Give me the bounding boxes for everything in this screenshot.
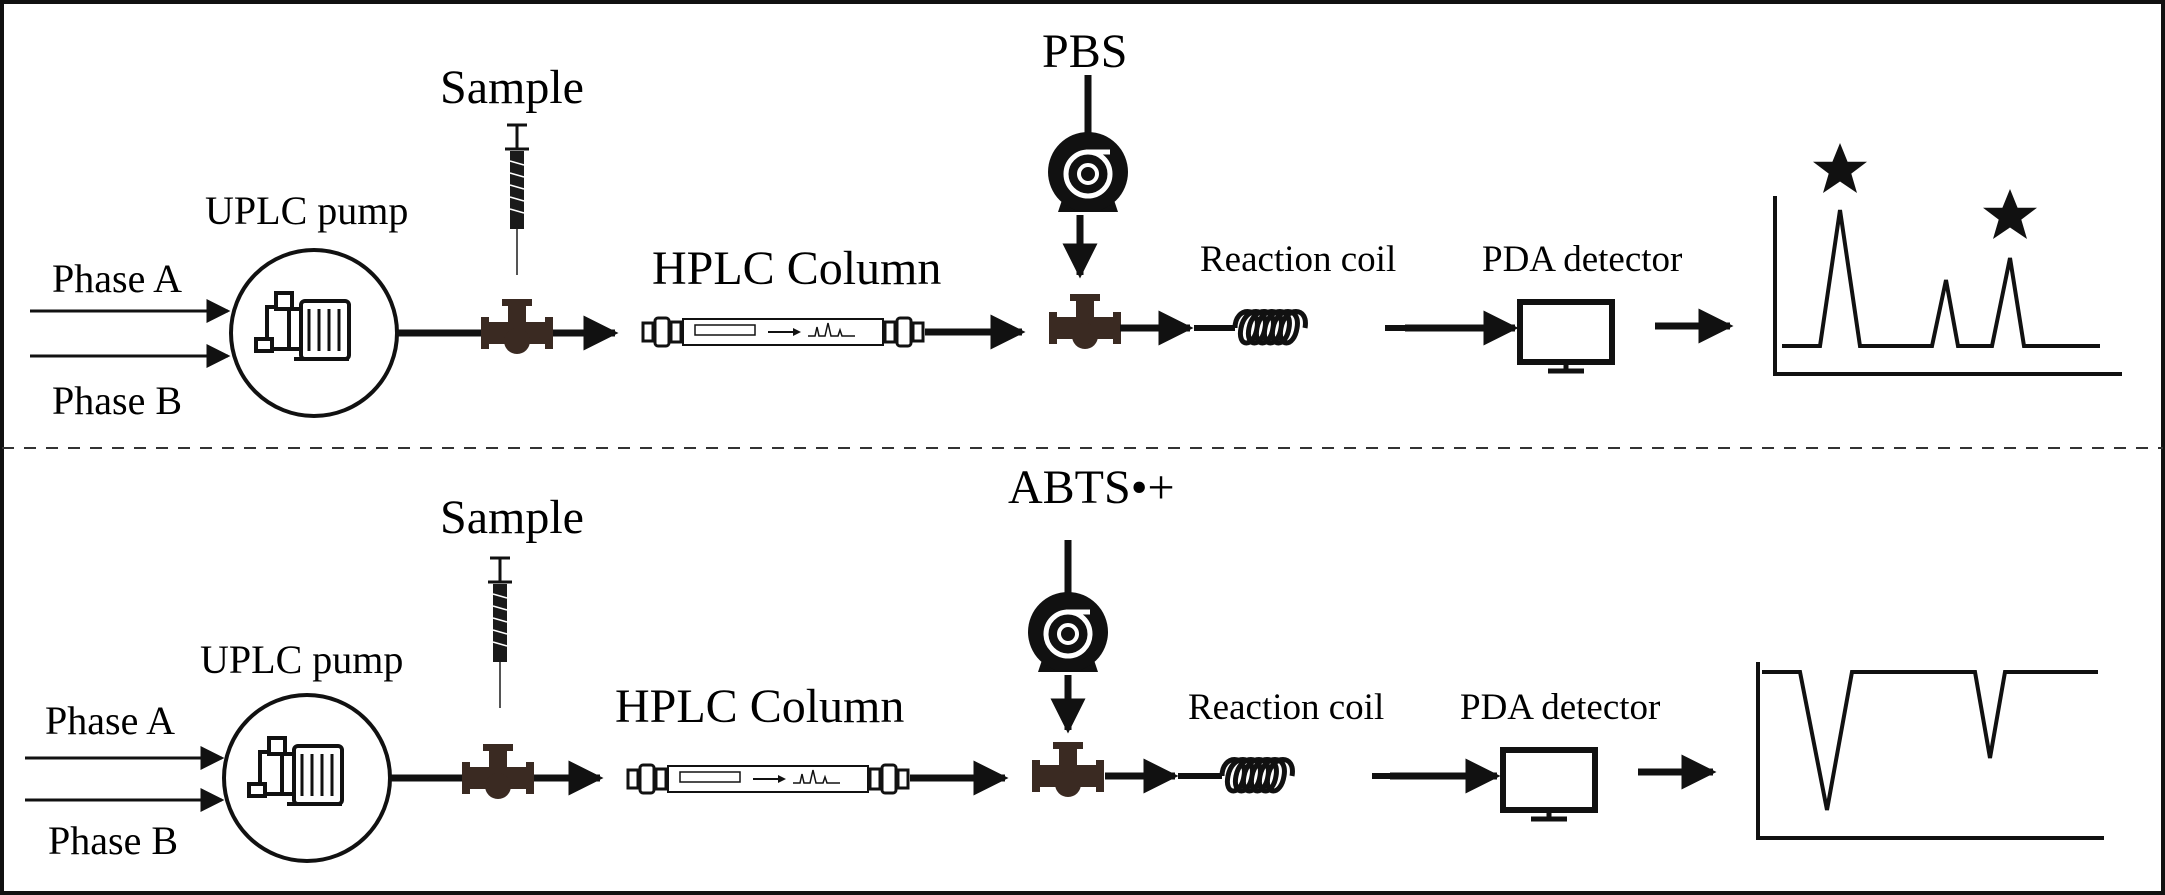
peristaltic-pump-icon (1028, 592, 1108, 672)
pump-label: UPLC pump (205, 188, 408, 233)
syringe-icon (503, 123, 531, 277)
hplc-column-icon (626, 763, 910, 795)
tee-valve-icon (1049, 294, 1121, 349)
hplc-column-icon (641, 316, 925, 348)
phase-a-label: Phase A (52, 256, 182, 301)
star-icon (1983, 189, 2037, 239)
panel-top: Phase A Phase B UPLC pump Sample HPLC Co… (30, 25, 2122, 423)
centrifugal-pump-icon (222, 693, 392, 863)
detector-label: PDA detector (1460, 687, 1660, 728)
reaction-coil-icon (1194, 309, 1405, 346)
detector-label: PDA detector (1482, 239, 1682, 280)
sample-label: Sample (440, 491, 584, 544)
phase-b-label: Phase B (48, 818, 178, 863)
coil-label: Reaction coil (1200, 239, 1396, 280)
tee-valve-icon (481, 299, 553, 354)
centrifugal-pump-icon (229, 248, 399, 418)
tee-valve-icon (1032, 742, 1104, 797)
reagent-label: PBS (1042, 25, 1127, 78)
star-icon (1813, 143, 1867, 193)
phase-b-label: Phase B (52, 378, 182, 423)
pump-label: UPLC pump (200, 637, 403, 682)
chromatogram-negative-peaks (1756, 662, 2104, 840)
coil-label: Reaction coil (1188, 687, 1384, 728)
column-label: HPLC Column (615, 680, 904, 733)
chromatogram-peaks (1773, 143, 2122, 376)
phase-a-label: Phase A (45, 698, 175, 743)
peristaltic-pump-icon (1048, 132, 1128, 212)
panel-bottom: Phase A Phase B UPLC pump Sample HPLC Co… (25, 461, 2104, 863)
reaction-coil-icon (1178, 757, 1390, 794)
syringe-icon (486, 556, 514, 710)
reagent-label: ABTS•+ (1008, 461, 1175, 514)
column-label: HPLC Column (652, 242, 941, 295)
sample-label: Sample (440, 61, 584, 114)
tee-valve-icon (462, 744, 534, 799)
monitor-icon (1520, 302, 1612, 371)
monitor-icon (1503, 750, 1595, 819)
